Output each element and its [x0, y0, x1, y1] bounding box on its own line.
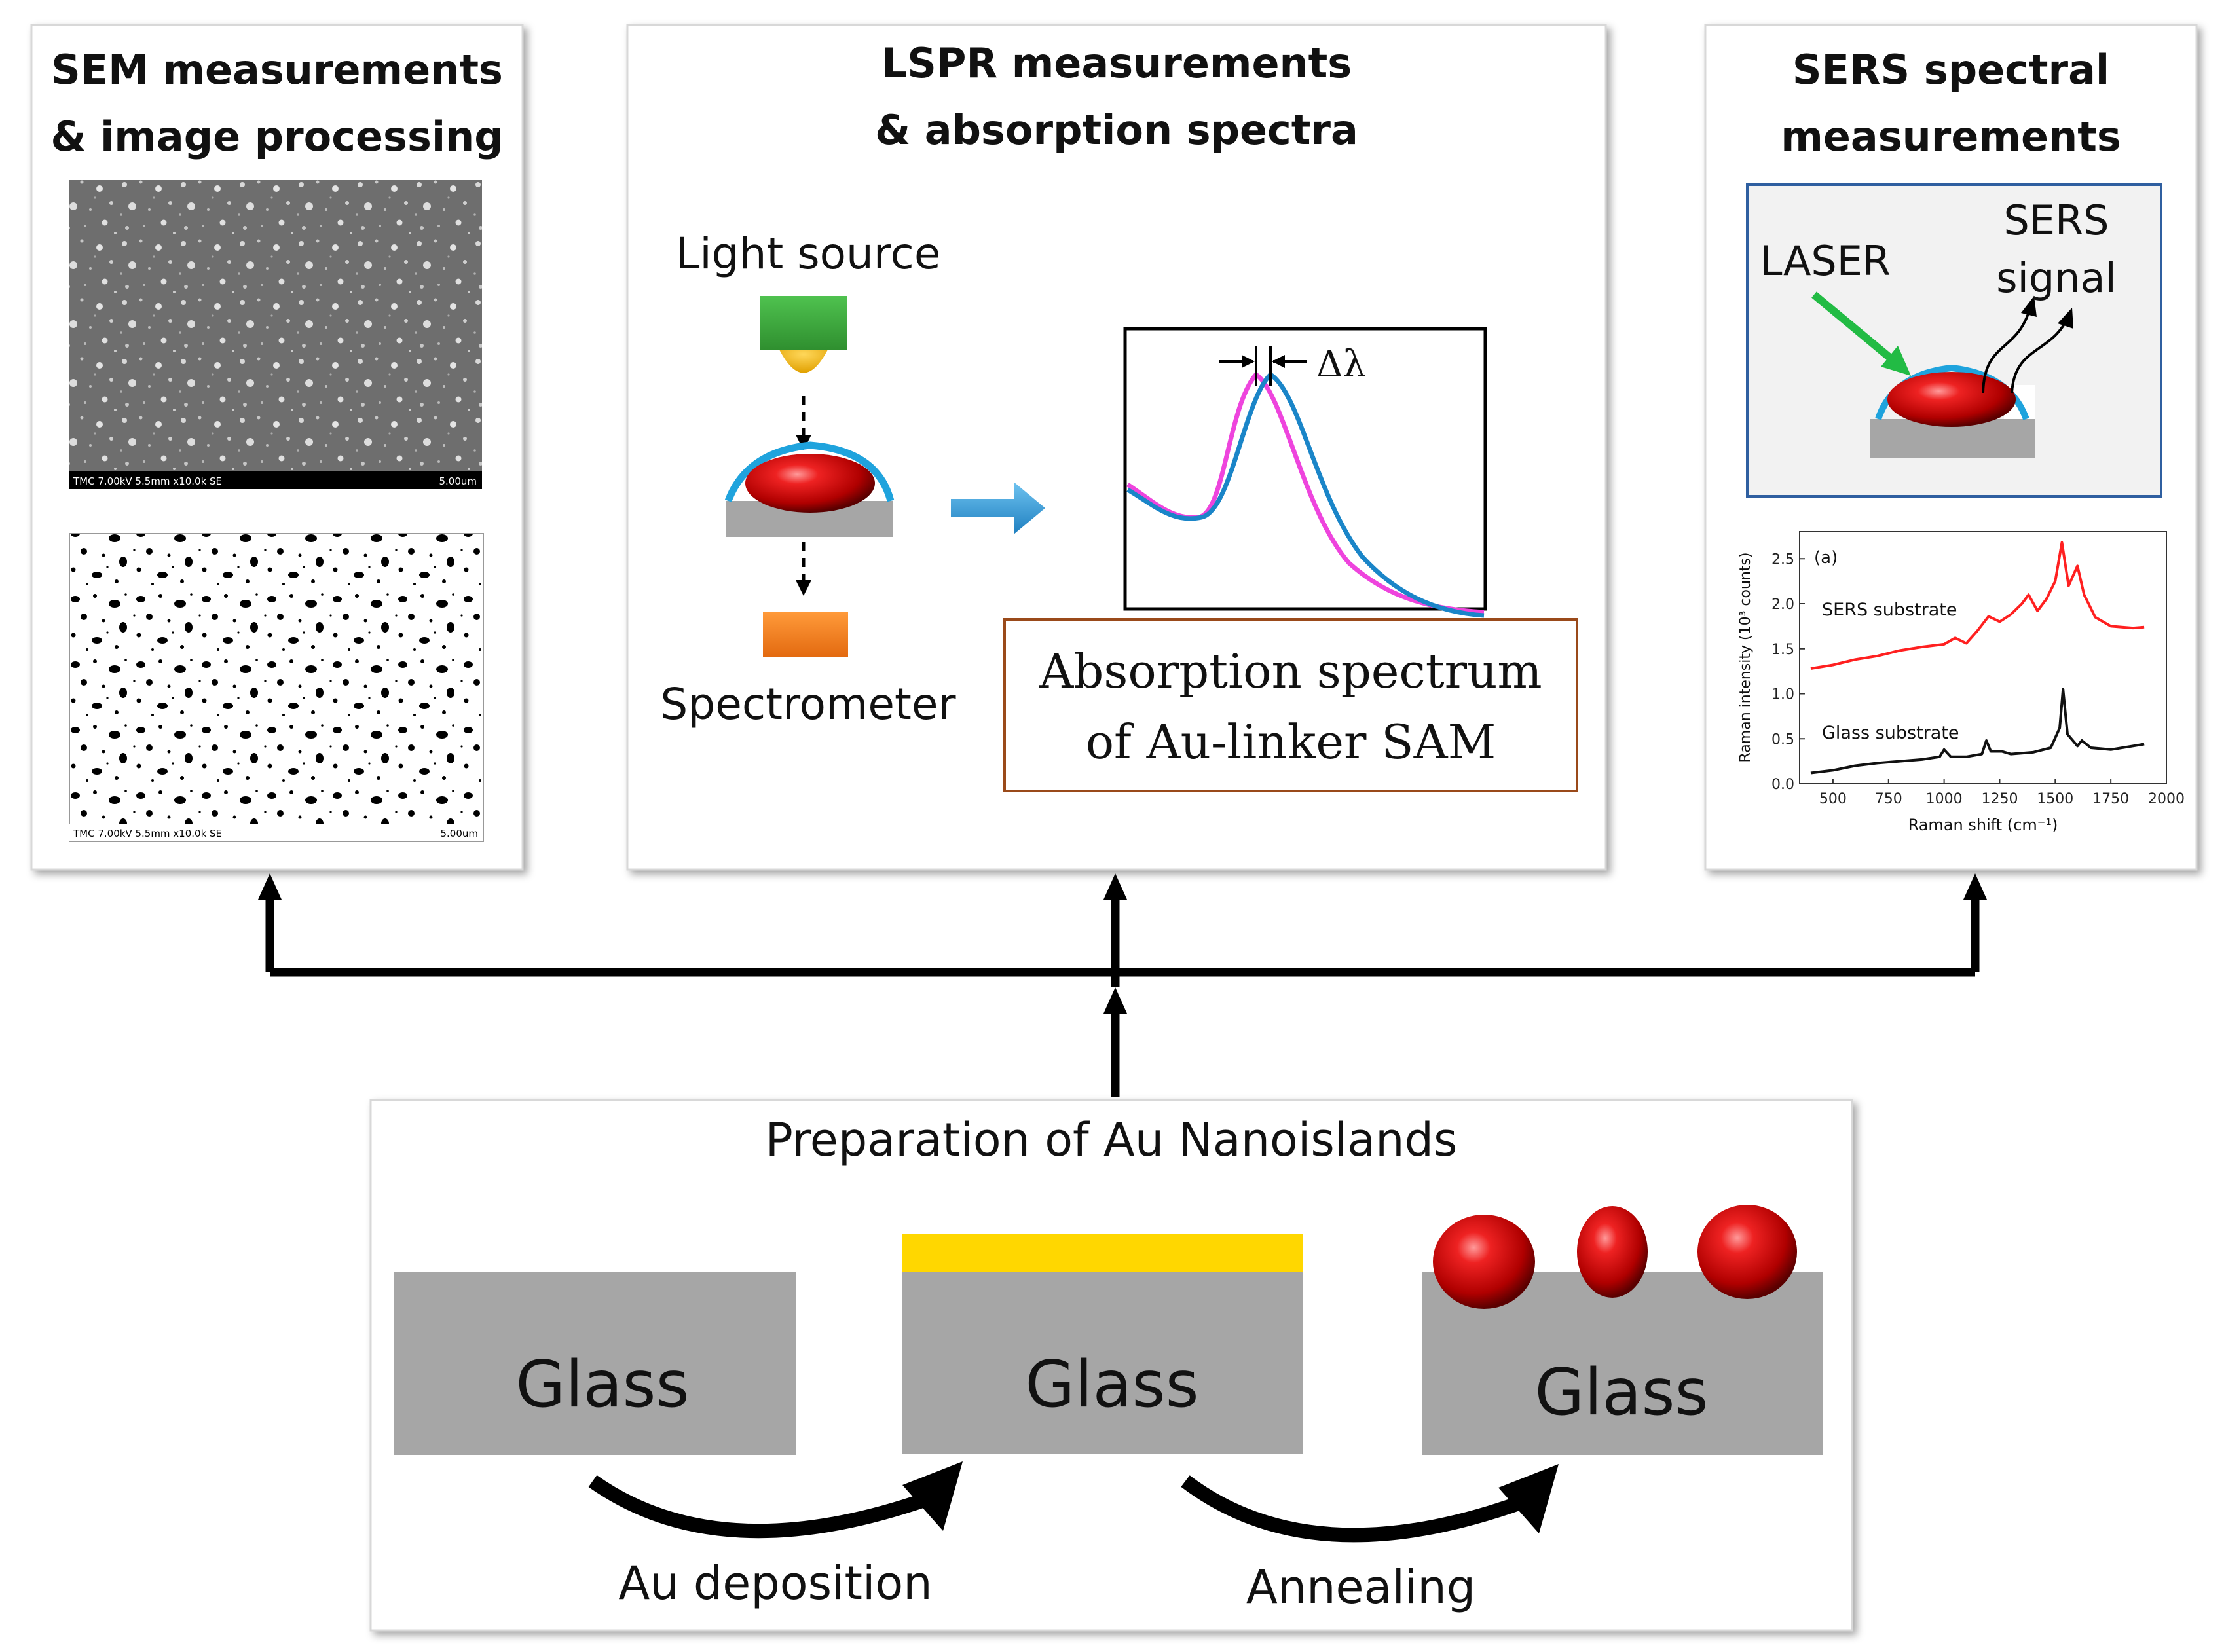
raman-series-label-sers: SERS substrate [1822, 600, 1957, 620]
process-arrow-icon [951, 482, 1045, 534]
sem-panel-title: SEM measurements & image processing [50, 46, 504, 160]
scattered-signal-2-head [2058, 308, 2073, 329]
lspr-setup: Light source Spectrometer [660, 229, 1045, 729]
au-deposition-label: Au deposition [618, 1556, 932, 1610]
deposition-curved-arrow [588, 1475, 933, 1539]
main-up-arrow-head [1103, 987, 1127, 1014]
spectrometer-block [763, 612, 848, 657]
raman-x-axis-label: Raman shift (cm⁻¹) [1908, 816, 2058, 834]
raman-x-tick-label: 1000 [1926, 791, 1963, 807]
glass-slide-1 [394, 1272, 796, 1455]
raman-y-tick-label: 2.0 [1771, 597, 1794, 613]
spectrum-plot-frame [1123, 327, 1487, 611]
nanoisland-2 [1577, 1206, 1648, 1298]
sers-setup: LASER SERS signal [1746, 183, 2162, 498]
laser-beam-head [1881, 346, 1911, 376]
nanoisland-1 [1433, 1215, 1535, 1309]
spectrum-caption-box [1003, 618, 1578, 792]
deposition-curved-arrow-head [902, 1461, 963, 1531]
light-source-lens [779, 350, 828, 373]
delta-lambda-label: Δλ [1316, 343, 1366, 386]
raman-x-tick-label: 500 [1819, 791, 1847, 807]
raman-series-label-glass: Glass substrate [1822, 723, 1959, 743]
light-path-bottom-head [796, 580, 811, 596]
spectrometer-label: Spectrometer [660, 679, 956, 729]
raman-y-tick-label: 1.0 [1771, 687, 1794, 703]
connector-arrows [258, 873, 1987, 1097]
light-source-block [760, 296, 847, 350]
sers-arrow-head [1963, 873, 1987, 900]
raman-y-tick-label: 2.5 [1771, 551, 1794, 568]
annealing-curved-arrow-head [1498, 1464, 1559, 1533]
raman-axis-ticks: 500 750 1000 1250 1500 1750 2000 0.0 0.5 1.0 1.5 2.… [1771, 551, 2185, 807]
raman-x-tick-label: 1500 [2037, 791, 2073, 807]
sem-micrograph-caption: TMC 7.00kV 5.5mm x10.0k SE [73, 475, 222, 487]
raman-x-tick-label: 750 [1875, 791, 1902, 807]
absorption-spectrum-plot: Δλ [1123, 327, 1487, 618]
raman-y-tick-label: 0.0 [1771, 777, 1794, 793]
glass-slide-2 [902, 1272, 1303, 1454]
scattered-signal-2 [2011, 319, 2068, 394]
sers-signal-label-line1: SERS [2004, 196, 2109, 244]
laser-beam [1811, 291, 1902, 369]
scattered-signal-1-head [2021, 296, 2037, 317]
sem-micrograph-scale: 5.00um [439, 475, 477, 487]
light-source-label: Light source [676, 229, 941, 279]
linker-layer [724, 441, 895, 502]
binary-image-infobar [69, 824, 483, 841]
sem-arrow-head [258, 873, 282, 900]
sem-micrograph-infobar [69, 471, 482, 489]
spectrum-curve-after [1126, 371, 1485, 618]
sem-micrograph [69, 180, 482, 489]
shift-arrow-right-head [1272, 355, 1285, 368]
raman-y-tick-label: 1.5 [1771, 642, 1794, 658]
nanoisland-3 [1697, 1205, 1797, 1299]
annealing-label: Annealing [1246, 1560, 1475, 1614]
preparation-panel-title: Preparation of Au Nanoislands [765, 1113, 1458, 1167]
glass-label-2: Glass [1025, 1348, 1198, 1422]
glass-label-3: Glass [1534, 1355, 1708, 1430]
binary-image-caption: TMC 7.00kV 5.5mm x10.0k SE [73, 828, 222, 839]
raman-x-tick-label: 1250 [1981, 791, 2018, 807]
raman-y-axis-label: Raman intensity (10³ counts) [1737, 552, 1754, 762]
binary-image-scale: 5.00um [440, 828, 478, 839]
lspr-panel-title: LSPR measurements & absorption spectra [875, 39, 1358, 154]
raman-spectrum-chart: 500 750 1000 1250 1500 1750 2000 0.0 0.5 1.0 1.5 2.… [1734, 525, 2185, 845]
sem-images: TMC 7.00kV 5.5mm x10.0k SE 5.00um TMC 7.… [69, 180, 484, 842]
raman-x-tick-label: 2000 [2148, 791, 2185, 807]
raman-series-line-glass [1810, 688, 2145, 775]
lspr-arrow-head [1103, 873, 1127, 900]
preparation-steps: Glass Glass Glass Au deposition Annealin… [394, 1205, 1823, 1614]
scattered-signal-1 [1982, 307, 2031, 394]
spectrum-caption: Absorption spectrum of Au-linker SAM [1003, 618, 1578, 792]
sers-signal-label-line2: signal [1996, 254, 2116, 302]
raman-series-line-sers [1810, 541, 2145, 670]
annealing-curved-arrow [1181, 1475, 1529, 1543]
gold-film-layer [902, 1234, 1303, 1272]
gold-nanoparticle [745, 454, 875, 513]
sers-nanoparticle [1887, 372, 2016, 427]
sers-panel-title: SERS spectral measurements [1781, 46, 2121, 160]
raman-panel-annotation: (a) [1814, 548, 1838, 568]
shift-arrow-left-head [1242, 355, 1255, 368]
spectrum-caption-line2: of Au-linker SAM [1086, 714, 1496, 769]
spectrum-caption-line1: Absorption spectrum [1039, 644, 1542, 699]
laser-label: LASER [1760, 237, 1891, 285]
binary-processed-image [69, 533, 484, 842]
raman-series-group [1810, 541, 2145, 775]
raman-plot-area [1799, 531, 2167, 784]
raman-y-tick-label: 0.5 [1771, 731, 1794, 748]
glass-label-1: Glass [515, 1348, 689, 1422]
raman-x-tick-label: 1750 [2092, 791, 2129, 807]
